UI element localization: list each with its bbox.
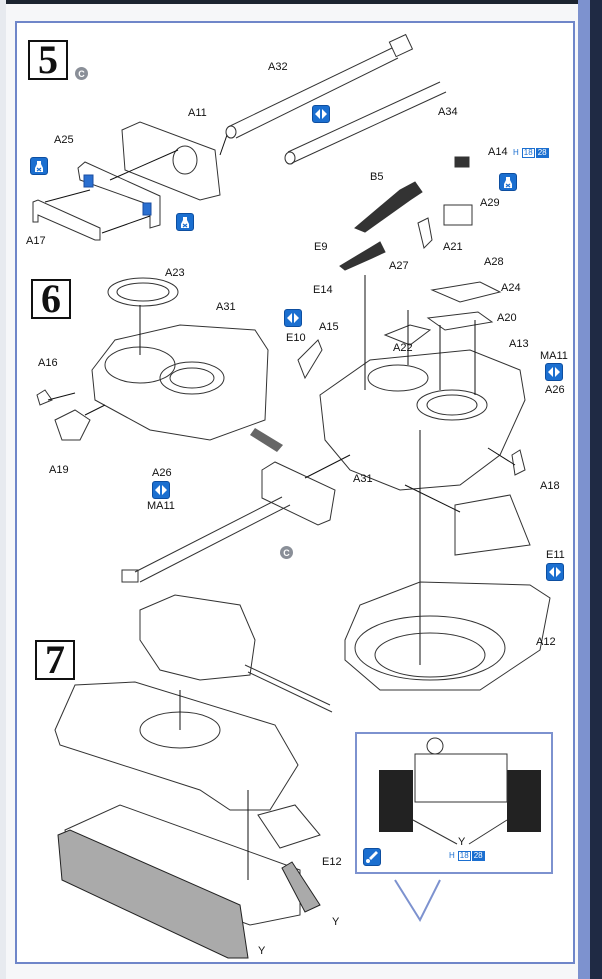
- scan-left-edge: [0, 0, 6, 979]
- barrel-a32: [225, 33, 414, 139]
- part-label-a16: A16: [38, 357, 58, 369]
- part-label-a23: A23: [165, 267, 185, 279]
- part-a19: [54, 409, 91, 441]
- flip-icon: [546, 563, 564, 581]
- part-label-e11: E11: [546, 549, 565, 561]
- part-label-a19: A19: [49, 464, 69, 476]
- part-label-e12: E12: [322, 856, 342, 868]
- bracket-a25: [77, 161, 161, 229]
- paint-code-1: 18: [457, 851, 471, 861]
- ammo-box-a29: [443, 204, 473, 226]
- paint-code-tracks: H 18 28: [449, 851, 485, 861]
- part-label-a14: A14: [488, 146, 508, 158]
- part-label-a13: A13: [509, 338, 529, 350]
- assembled-turret: [139, 594, 333, 713]
- flip-icon: [545, 363, 563, 381]
- part-label-e9: E9: [314, 241, 328, 253]
- ring-a23: [107, 277, 179, 307]
- machine-gun-b5: [354, 156, 470, 233]
- paint-code-2: 28: [471, 851, 485, 861]
- part-label-a18: A18: [540, 480, 560, 492]
- part-label-a20: A20: [497, 312, 517, 324]
- frame-a17: [32, 199, 101, 241]
- machine-gun-e9: [339, 241, 386, 271]
- hatch-a24: [430, 281, 502, 303]
- part-label-a31-right: A31: [353, 473, 373, 485]
- glue-icon: [499, 173, 517, 191]
- mount-a21: [417, 217, 433, 249]
- upper-hull: [54, 681, 299, 811]
- part-label-b5: B5: [370, 171, 384, 183]
- part-label-a17: A17: [26, 235, 46, 247]
- part-label-a21: A21: [443, 241, 463, 253]
- hatch-a20: [426, 311, 494, 331]
- part-label-a15: A15: [319, 321, 339, 333]
- part-e11: [454, 494, 531, 556]
- part-label-ma11-right: MA11: [540, 350, 568, 362]
- part-label-a34: A34: [438, 106, 458, 118]
- part-label-a31-left: A31: [216, 301, 236, 313]
- paint-prefix: H: [513, 148, 519, 157]
- paint-code-1: 18: [521, 148, 535, 158]
- part-label-a25: A25: [54, 134, 74, 146]
- part-label-a27: A27: [389, 260, 409, 272]
- part-a16: [36, 389, 53, 406]
- plate-e12: [257, 804, 321, 849]
- hatch-a22: [383, 324, 432, 346]
- mantlet-a11: [121, 121, 221, 201]
- paint-brush-icon: [363, 848, 381, 866]
- glue-icon: [30, 157, 48, 175]
- part-label-a26-left: A26: [152, 467, 172, 479]
- rear-view-illustration: [379, 737, 541, 845]
- barrel-a34: [284, 81, 447, 165]
- part-label-a32: A32: [268, 61, 288, 73]
- scan-right-edge: [590, 0, 602, 979]
- part-label-a26-right: A26: [545, 384, 565, 396]
- part-label-a24: A24: [501, 282, 521, 294]
- lower-hull: [57, 804, 321, 959]
- paint-code-a14: H 18 28: [513, 148, 549, 158]
- glue-icon: [176, 213, 194, 231]
- flip-icon: [284, 309, 302, 327]
- part-e10: [297, 339, 323, 380]
- step-number-7: 7: [35, 640, 75, 680]
- part-label-e10: E10: [286, 332, 306, 344]
- part-label-a29: A29: [480, 197, 500, 209]
- step-number-5: 5: [28, 40, 68, 80]
- direction-arrow: [250, 428, 283, 452]
- part-label-a22: A22: [393, 342, 413, 354]
- main-gun-assembly: [121, 461, 336, 583]
- flip-icon: [312, 105, 330, 123]
- c-badge: C: [280, 546, 293, 559]
- step-number-6: 6: [31, 279, 71, 319]
- paint-code-2: 28: [535, 148, 549, 158]
- part-label-y-left: Y: [258, 945, 266, 957]
- turret-a31-right: [297, 281, 531, 556]
- scan-top-edge: [0, 0, 602, 4]
- part-label-ma11-left: MA11: [147, 500, 175, 512]
- part-label-a11: A11: [188, 107, 207, 119]
- paint-prefix: H: [449, 851, 455, 860]
- part-label-a12: A12: [536, 636, 556, 648]
- turret-ring-a12: [344, 581, 551, 691]
- inset-label-y: Y: [458, 836, 466, 848]
- inset-rear-view: Y H 18 28: [355, 732, 553, 874]
- part-a18: [511, 449, 526, 476]
- part-label-a28: A28: [484, 256, 504, 268]
- flip-icon: [152, 481, 170, 499]
- c-badge: C: [75, 67, 88, 80]
- page-margin-band: [578, 0, 590, 979]
- part-label-e14: E14: [313, 284, 333, 296]
- part-label-y-right: Y: [332, 916, 340, 928]
